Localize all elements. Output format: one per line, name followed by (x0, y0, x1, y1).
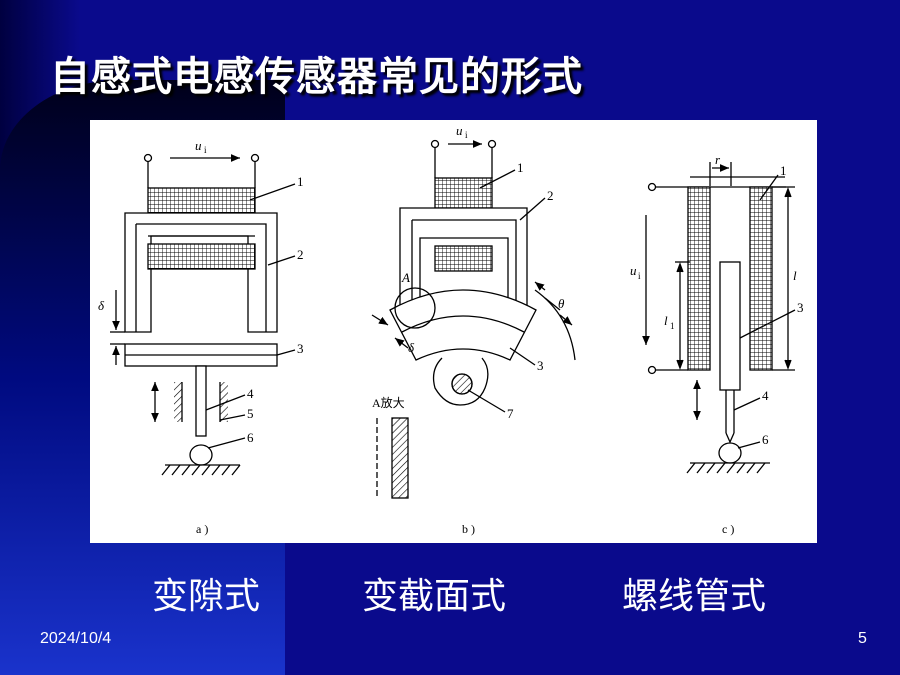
svg-text:i: i (638, 271, 641, 281)
svg-text:l: l (793, 268, 797, 283)
panel-c-solenoid (642, 162, 796, 474)
slide-number: 5 (858, 630, 867, 647)
svg-text:1: 1 (670, 321, 675, 331)
plunger-core (719, 261, 741, 391)
svg-text:3: 3 (297, 341, 304, 356)
svg-text:2: 2 (297, 247, 304, 262)
coil-top (147, 187, 256, 214)
slide-date: 2024/10/4 (40, 630, 112, 647)
coil-inner (147, 243, 256, 270)
caption-variable-area: 变截面式 (362, 576, 507, 617)
panel-b-labels: u i A θ δ 1 2 3 7 A放大 b ) (372, 123, 565, 536)
enlarge-label: A放大 (372, 395, 405, 410)
coil-top (434, 177, 493, 209)
svg-text:2: 2 (547, 188, 554, 203)
svg-text:4: 4 (762, 388, 769, 403)
svg-text:6: 6 (247, 430, 254, 445)
panel-b-label: b ) (462, 522, 475, 536)
panel-a-labels: u i δ 1 2 3 4 5 6 a ) (98, 138, 304, 536)
svg-text:u: u (630, 263, 637, 278)
caption-solenoid: 螺线管式 (622, 576, 767, 617)
svg-text:7: 7 (507, 406, 514, 421)
svg-text:3: 3 (797, 300, 804, 315)
svg-text:1: 1 (297, 174, 304, 189)
svg-text:r: r (715, 152, 721, 167)
slide-title: 自感式电感传感器常见的形式 (50, 54, 583, 100)
caption-variable-gap: 变隙式 (152, 576, 261, 617)
inductive-sensor-diagram: u i δ 1 2 3 4 5 6 a ) (90, 120, 817, 543)
svg-text:δ: δ (408, 340, 415, 355)
coil-inner (434, 245, 493, 272)
solenoid-coil-left (687, 186, 711, 371)
panel-b-variable-area (371, 139, 576, 499)
panel-c-label: c ) (722, 522, 734, 536)
svg-text:l: l (664, 313, 668, 328)
svg-text:5: 5 (247, 406, 254, 421)
svg-text:1: 1 (780, 163, 787, 178)
svg-text:u: u (456, 123, 463, 138)
svg-text:6: 6 (762, 432, 769, 447)
panel-a-variable-gap (110, 153, 296, 476)
svg-text:3: 3 (537, 358, 544, 373)
panel-c-labels: r 1 l l 1 u i 3 4 6 c ) (630, 152, 804, 536)
probe-ball (718, 442, 742, 464)
solenoid-coil-right (749, 186, 773, 371)
svg-text:4: 4 (247, 386, 254, 401)
sector-armature (389, 289, 537, 361)
svg-text:i: i (465, 130, 468, 140)
svg-text:u: u (195, 138, 202, 153)
svg-text:θ: θ (558, 296, 565, 311)
panel-a-label: a ) (196, 522, 208, 536)
svg-text:δ: δ (98, 298, 105, 313)
svg-text:i: i (204, 145, 207, 155)
svg-text:A: A (401, 270, 410, 285)
svg-text:1: 1 (517, 160, 524, 175)
